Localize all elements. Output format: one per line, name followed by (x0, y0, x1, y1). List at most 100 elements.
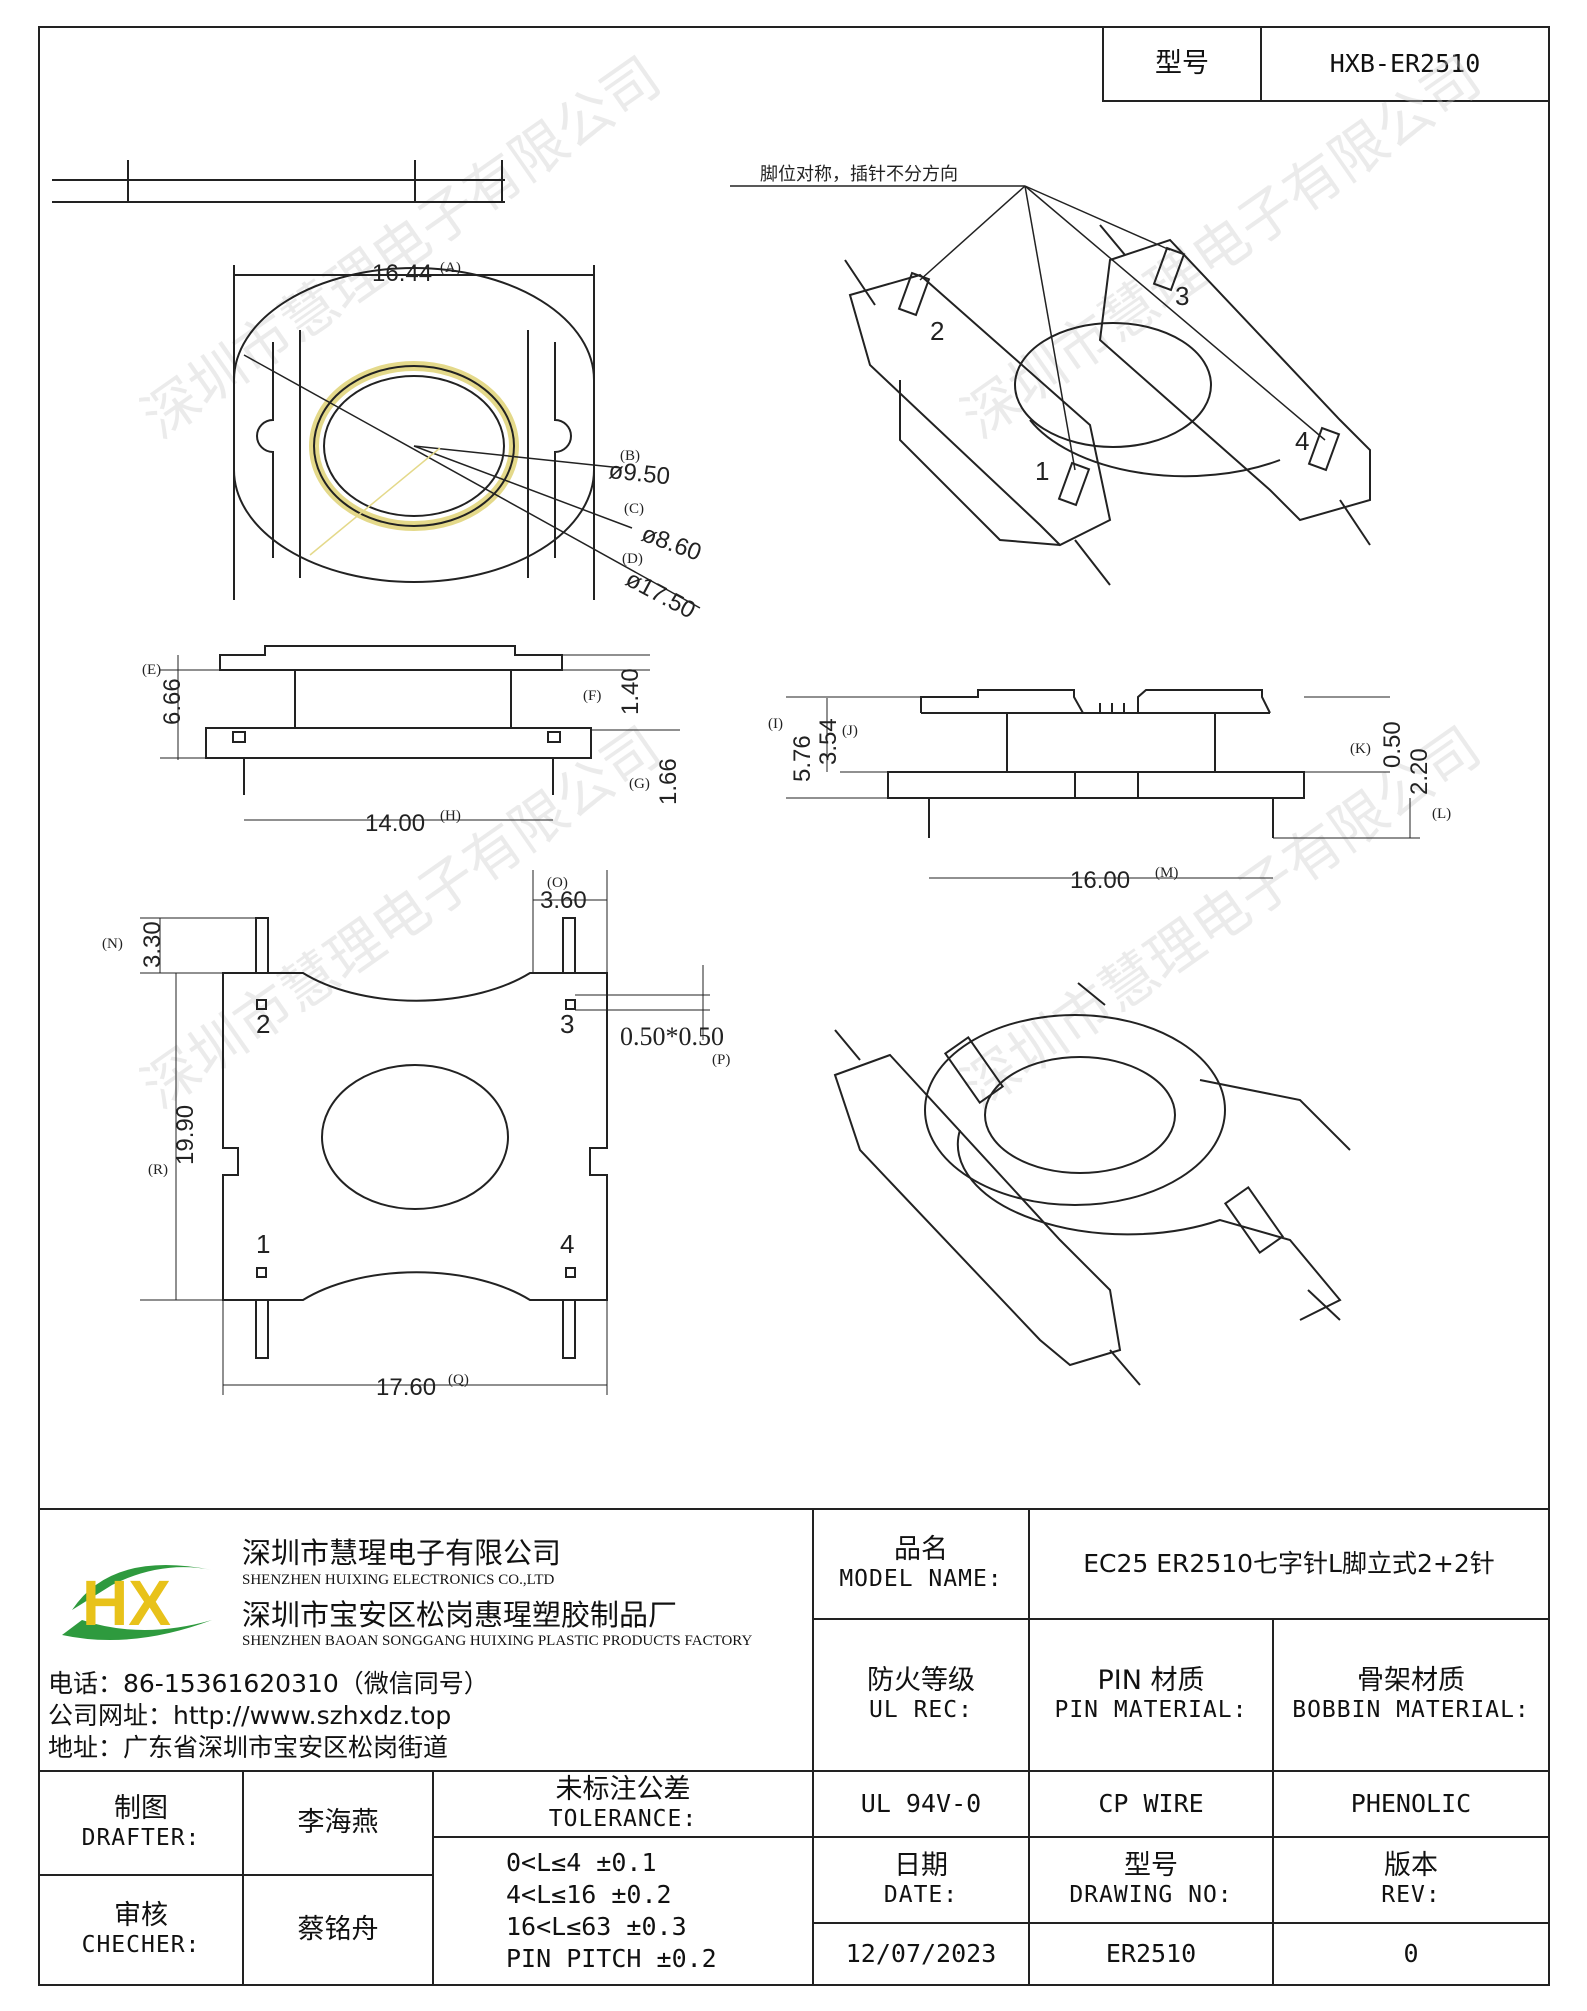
dim-p-label: (P) (712, 1052, 730, 1068)
drawing-no-value: ER2510 (1028, 1922, 1274, 1986)
bobbin-material-cn: 骨架材质 (1357, 1665, 1465, 1696)
checker-label: 审核 CHECHER: (38, 1874, 244, 1986)
logo-text: HX (82, 1567, 171, 1639)
bottom-pin-4: 4 (560, 1229, 574, 1259)
dim-e-label: (E) (142, 662, 161, 678)
bobbin-material-value: PHENOLIC (1272, 1770, 1550, 1838)
dim-i: 5.76 (789, 735, 816, 782)
dim-n: 3.30 (139, 921, 166, 968)
dim-l-label: (L) (1432, 806, 1451, 822)
side-view-2 (786, 689, 1420, 879)
bobbin-material-en: BOBBIN MATERIAL: (1292, 1697, 1530, 1724)
bottom-pin-1: 1 (256, 1229, 270, 1259)
watermark-2: 深圳市慧理电子有限公司 (951, 45, 1493, 452)
tolerance-label: 未标注公差 TOLERANCE: (432, 1770, 814, 1838)
drawing-no-en: DRAWING NO: (1069, 1882, 1233, 1909)
dim-j-label: (J) (842, 723, 858, 739)
isometric-view-top-labels: 脚位对称，插针不分方向 2 3 1 4 (760, 164, 1309, 486)
drafter-cn: 制图 (114, 1793, 168, 1824)
dim-p: 0.50*0.50 (620, 1022, 724, 1051)
tolerance-3: 16<L≤63 ±0.3 (506, 1912, 687, 1941)
side-view-2-dims: 5.76 (I) 3.54 (J) 0.50 (K) 2.20 (L) 16.0… (768, 716, 1451, 894)
date-label: 日期 DATE: (812, 1836, 1030, 1924)
dim-m: 16.00 (1070, 867, 1130, 894)
bobbin-material-label: 骨架材质 BOBBIN MATERIAL: (1272, 1618, 1550, 1772)
dim-b-label: (B) (620, 448, 640, 464)
ul-cn: 防火等级 (867, 1665, 975, 1696)
dim-f-label: (F) (583, 688, 601, 704)
ul-label: 防火等级 UL REC: (812, 1618, 1030, 1772)
pin-note: 脚位对称，插针不分方向 (760, 164, 958, 185)
dim-q: 17.60 (376, 1374, 436, 1401)
model-name-en: MODEL NAME: (839, 1566, 1003, 1593)
side-view-1-dims: 6.66 (E) 1.40 (F) 1.66 (G) 14.00 (H) (142, 662, 682, 837)
tolerance-1: 0<L≤4 ±0.1 (506, 1848, 657, 1877)
pin-material-label: PIN 材质 PIN MATERIAL: (1028, 1618, 1274, 1772)
dim-a: 16.44 (372, 260, 432, 287)
company-website: 公司网址：http://www.szhxdz.top (48, 1701, 452, 1730)
factory-name-cn: 深圳市宝安区松岗惠瑆塑胶制品厂 (242, 1598, 678, 1632)
dim-m-label: (M) (1155, 865, 1178, 881)
company-phone: 电话：86-15361620310（微信同号） (48, 1669, 489, 1698)
dim-r-label: (R) (148, 1162, 168, 1178)
type-value: HXB-ER2510 (1260, 26, 1550, 102)
watermark-1: 深圳市慧理电子有限公司 (131, 45, 673, 452)
checker-value: 蔡铭舟 (242, 1874, 434, 1986)
dim-o-label: (O) (547, 875, 568, 891)
dim-j: 3.54 (815, 718, 842, 765)
tolerance-4: PIN PITCH ±0.2 (506, 1944, 717, 1973)
tolerance-en: TOLERANCE: (548, 1806, 698, 1833)
company-address: 地址：广东省深圳市宝安区松岗街道 (48, 1733, 449, 1762)
side-view-1 (160, 645, 680, 821)
rev-en: REV: (1381, 1882, 1441, 1909)
model-name-value: EC25 ER2510七字针L脚立式2+2针 (1028, 1508, 1550, 1620)
dim-d-label: (D) (622, 551, 643, 567)
dim-o: 3.60 (540, 887, 587, 914)
bottom-pin-3: 3 (560, 1009, 574, 1039)
model-name-text: EC25 ER2510七字针L脚立式2+2针 (1083, 1549, 1495, 1578)
company-block: HX 深圳市慧瑆电子有限公司 SHENZHEN HUIXING ELECTRON… (38, 1508, 814, 1772)
dim-k: 0.50 (1379, 721, 1406, 768)
company-logo: HX (52, 1540, 222, 1650)
top-strip-view (52, 160, 505, 203)
logo-graphic: HX (62, 1565, 212, 1640)
tolerance-cn: 未标注公差 (555, 1774, 691, 1805)
pin-material-en: PIN MATERIAL: (1054, 1697, 1248, 1724)
iso-pin-1: 1 (1035, 456, 1049, 486)
tolerance-values: 0<L≤4 ±0.1 4<L≤16 ±0.2 16<L≤63 ±0.3 PIN … (432, 1836, 814, 1986)
dim-c: ø8.60 (638, 520, 705, 566)
ul-value: UL 94V-0 (812, 1770, 1030, 1838)
dim-g-label: (G) (629, 776, 650, 792)
date-value: 12/07/2023 (812, 1922, 1030, 1986)
dim-h: 14.00 (365, 810, 425, 837)
dim-n-label: (N) (102, 936, 123, 952)
dim-c-label: (C) (624, 501, 644, 517)
dim-d: ø17.50 (621, 565, 700, 624)
company-name-cn: 深圳市慧瑆电子有限公司 (242, 1536, 562, 1570)
isometric-view-top (730, 185, 1371, 586)
bottom-view (140, 870, 710, 1395)
checker-en: CHECHER: (81, 1932, 201, 1959)
dim-r: 19.90 (172, 1105, 199, 1165)
tolerance-2: 4<L≤16 ±0.2 (506, 1880, 672, 1909)
drawing-no-label: 型号 DRAWING NO: (1028, 1836, 1274, 1924)
factory-name-en: SHENZHEN BAOAN SONGGANG HUIXING PLASTIC … (242, 1633, 753, 1649)
drafter-label: 制图 DRAFTER: (38, 1770, 244, 1876)
watermark-group: 深圳市慧理电子有限公司 深圳市慧理电子有限公司 深圳市慧理电子有限公司 深圳市慧… (131, 45, 1493, 1122)
technical-drawing: 深圳市慧理电子有限公司 深圳市慧理电子有限公司 深圳市慧理电子有限公司 深圳市慧… (52, 45, 1493, 1401)
model-name-label: 品名 MODEL NAME: (812, 1508, 1030, 1620)
rev-value: 0 (1272, 1922, 1550, 1986)
model-name-cn: 品名 (894, 1534, 948, 1565)
ul-en: UL REC: (869, 1697, 973, 1724)
date-cn: 日期 (894, 1850, 948, 1881)
drawing-no-cn: 型号 (1124, 1850, 1178, 1881)
dim-h-label: (H) (440, 808, 461, 824)
dim-i-label: (I) (768, 716, 783, 732)
bottom-pin-2: 2 (256, 1009, 270, 1039)
top-view-dims: 16.44 (A) ø9.50 (B) ø8.60 (C) ø17.50 (D) (372, 260, 705, 624)
dim-g: 1.66 (655, 758, 682, 805)
drafter-value: 李海燕 (242, 1770, 434, 1876)
bottom-view-labels: 2 3 1 4 3.30 (N) 3.60 (O) 0.50*0.50 (P) … (102, 875, 730, 1401)
isometric-view-bottom (833, 982, 1351, 1386)
rev-cn: 版本 (1384, 1850, 1438, 1881)
